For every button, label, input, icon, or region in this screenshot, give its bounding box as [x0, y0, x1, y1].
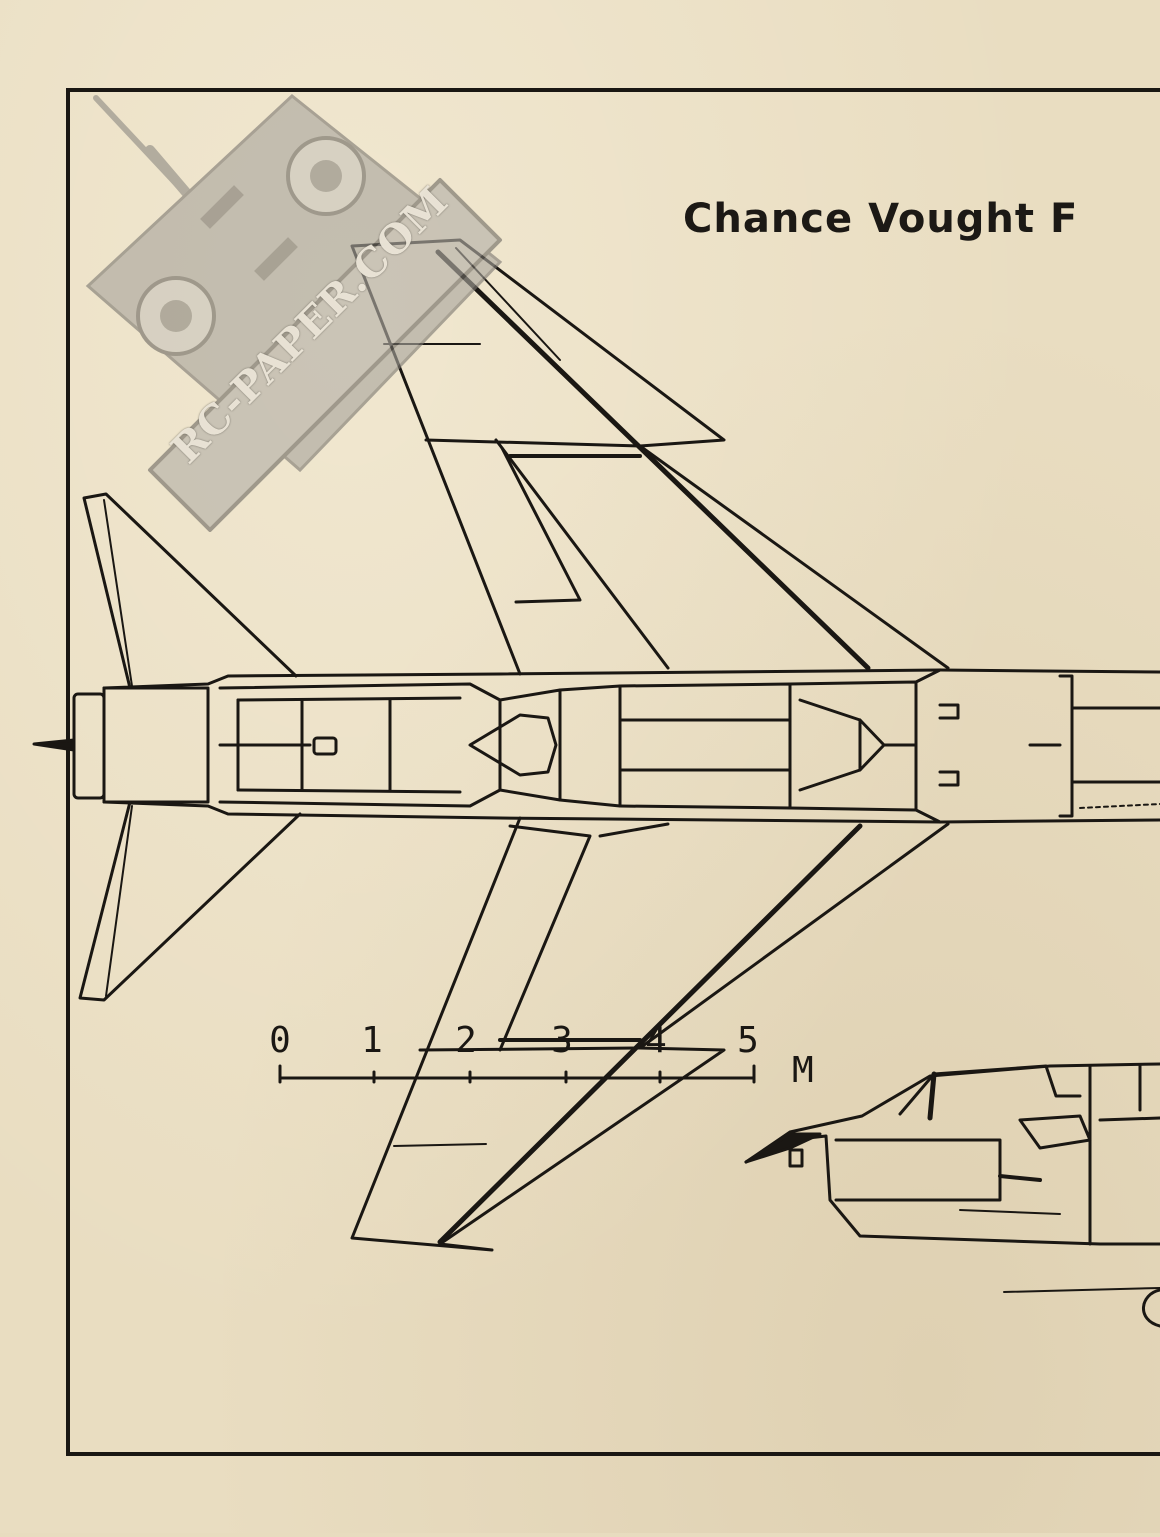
lower-wing [350, 816, 950, 1252]
scale-label-3: 3 [551, 1020, 573, 1061]
scale-bar [278, 1064, 756, 1084]
drawing-frame [66, 88, 1160, 1456]
fuselage-top-view [32, 668, 1160, 824]
upper-wing [350, 238, 950, 676]
scale-label-2: 2 [455, 1020, 477, 1061]
scale-label-4: 4 [645, 1020, 667, 1061]
scale-label-0: 0 [269, 1020, 291, 1061]
drawing-title: Chance Vought F [683, 196, 1079, 242]
horizontal-tail [78, 492, 302, 1002]
scale-label-5: 5 [737, 1020, 759, 1061]
scale-unit-label: M [792, 1050, 814, 1091]
scale-label-1: 1 [361, 1020, 383, 1061]
fuselage-side-view [744, 1062, 1160, 1328]
